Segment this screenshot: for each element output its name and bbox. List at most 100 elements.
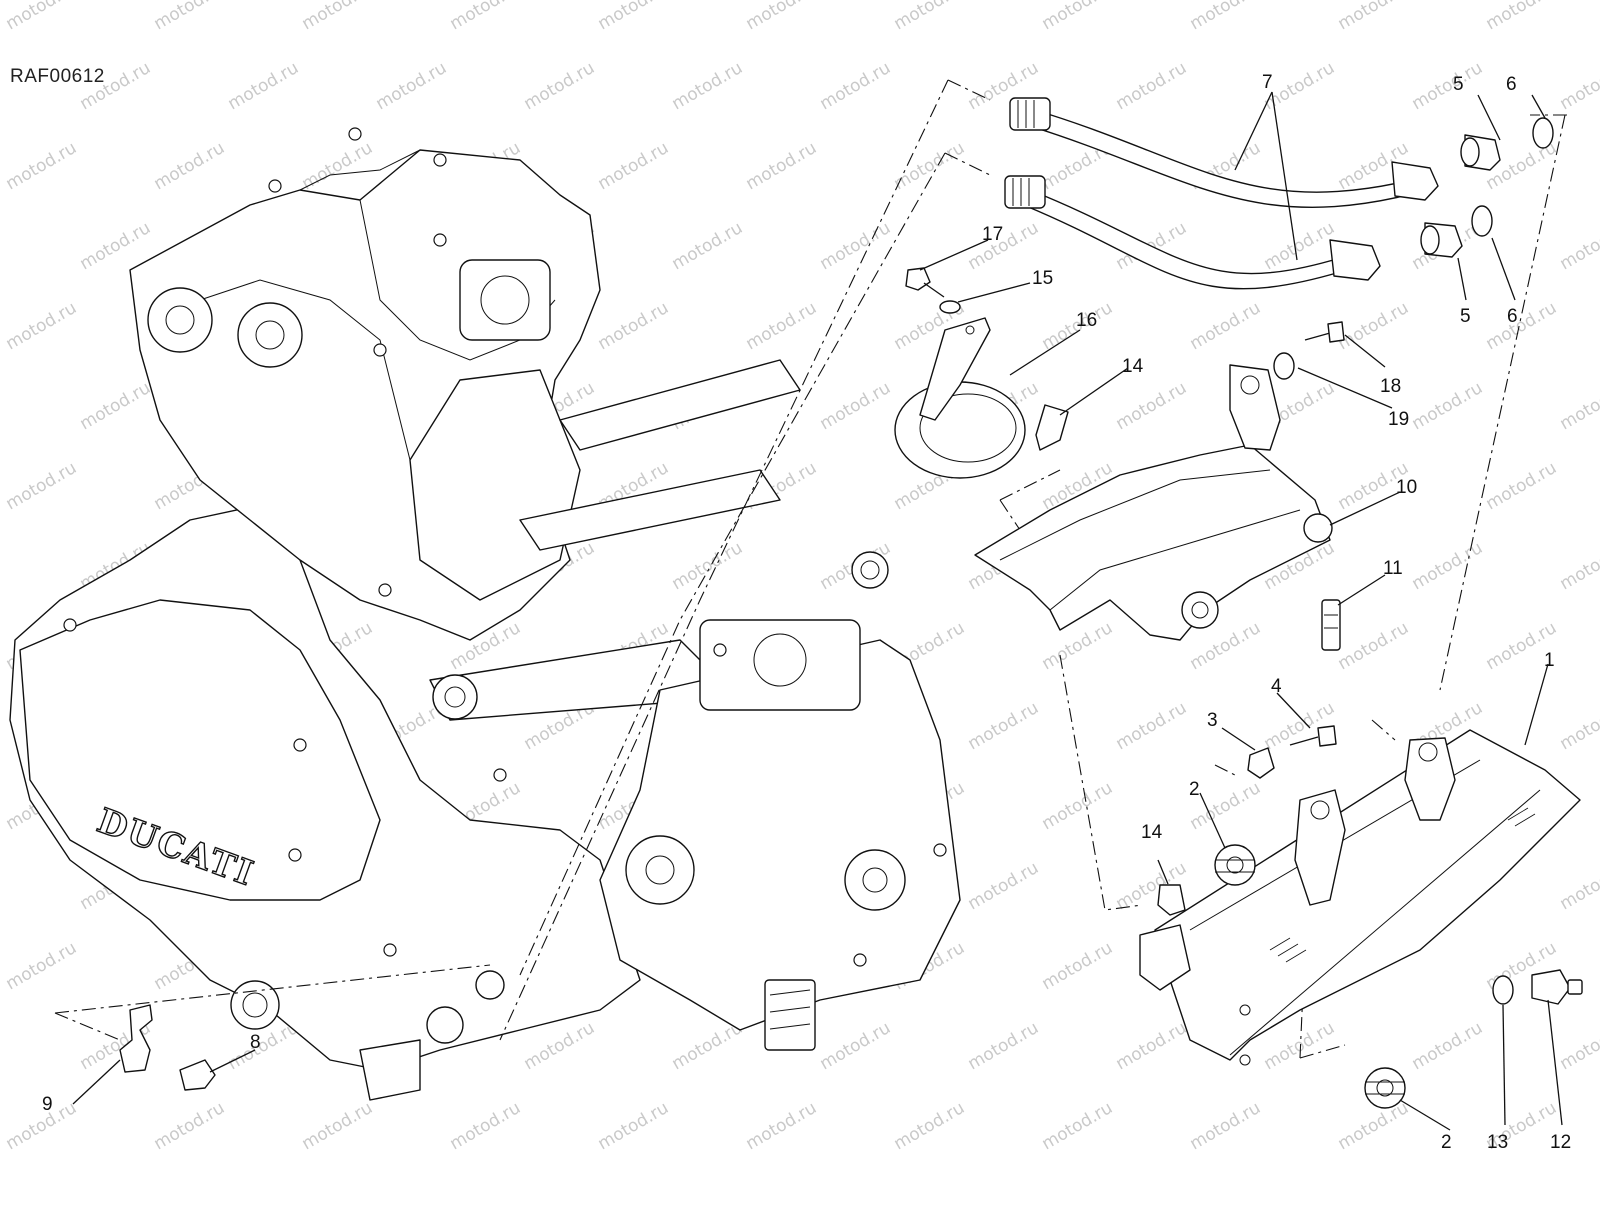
watermark-text: motod.ru xyxy=(965,218,1043,274)
watermark-text: motod.ru xyxy=(1409,538,1487,594)
watermark-text: motod.ru xyxy=(965,1018,1043,1074)
watermark-text: motod.ru xyxy=(595,0,673,34)
watermark-text: motod.ru xyxy=(1039,778,1117,834)
watermark-text: motod.ru xyxy=(3,0,81,34)
callout-14-upper: 14 xyxy=(1122,356,1144,377)
watermark-text: motod.ru xyxy=(1187,298,1265,354)
watermark-text: motod.ru xyxy=(1557,378,1600,434)
watermark-text: motod.ru xyxy=(1483,298,1561,354)
watermark-text: motod.ru xyxy=(1557,1018,1600,1074)
watermark-text: motod.ru xyxy=(743,298,821,354)
bolt-17 xyxy=(906,268,944,297)
watermark-text: motod.ru xyxy=(373,58,451,114)
callout-2-lower: 2 xyxy=(1441,1132,1452,1153)
washer-13 xyxy=(1493,976,1513,1004)
sealing-washer-upper xyxy=(1533,118,1553,148)
callout-15: 15 xyxy=(1032,268,1053,289)
watermark-text: motod.ru xyxy=(447,1098,525,1154)
watermark-text: motod.ru xyxy=(669,218,747,274)
watermark-text: motod.ru xyxy=(1335,1098,1413,1154)
callout-12: 12 xyxy=(1550,1132,1571,1153)
washer-19 xyxy=(1274,353,1294,379)
watermark-text: motod.ru xyxy=(1039,0,1117,34)
callout-6-upper: 6 xyxy=(1506,74,1517,95)
watermark-text: motod.ru xyxy=(891,138,969,194)
watermark-text: motod.ru xyxy=(1335,0,1413,34)
watermark-text: motod.ru xyxy=(447,0,525,34)
callout-9: 9 xyxy=(42,1094,53,1115)
watermark-text: motod.ru xyxy=(817,218,895,274)
callout-14-lower: 14 xyxy=(1141,822,1163,843)
callout-11: 11 xyxy=(1383,558,1403,579)
watermark-text: motod.ru xyxy=(1557,58,1600,114)
union-fitting-lower xyxy=(1421,223,1462,257)
watermark-text: motod.ru xyxy=(521,58,599,114)
watermark-text: motod.ru xyxy=(669,58,747,114)
watermark-text: motod.ru xyxy=(595,298,673,354)
drain-plug-12 xyxy=(1532,970,1582,1004)
watermark-text: motod.ru xyxy=(817,378,895,434)
diagram-code: RAF00612 xyxy=(10,66,105,88)
watermark-text: motod.ru xyxy=(1335,298,1413,354)
callout-7: 7 xyxy=(1262,72,1273,93)
watermark-text: motod.ru xyxy=(151,1098,229,1154)
watermark-text: motod.ru xyxy=(1039,938,1117,994)
callout-13: 13 xyxy=(1487,1132,1508,1153)
callout-19: 19 xyxy=(1388,409,1409,430)
watermark-text: motod.ru xyxy=(151,0,229,34)
watermark-text: motod.ru xyxy=(595,138,673,194)
callout-5-lower: 5 xyxy=(1460,306,1471,327)
callout-2-upper: 2 xyxy=(1189,779,1200,800)
watermark-text: motod.ru xyxy=(1039,618,1117,674)
watermark-text: motod.ru xyxy=(299,138,377,194)
watermark-text: motod.ru xyxy=(743,1098,821,1154)
callout-16: 16 xyxy=(1076,310,1097,331)
vent-slats xyxy=(765,980,815,1050)
washer-15 xyxy=(940,301,960,313)
union-fitting-upper xyxy=(1461,135,1500,170)
grommet-2-lower xyxy=(1365,1068,1405,1108)
watermark-text: motod.ru xyxy=(965,698,1043,754)
watermark-text: motod.ru xyxy=(1483,458,1561,514)
watermark-text: motod.ru xyxy=(1557,218,1600,274)
watermark-text: motod.ru xyxy=(1409,1018,1487,1074)
watermark-text: motod.ru xyxy=(1039,1098,1117,1154)
watermark-text: motod.ru xyxy=(3,458,81,514)
watermark-text: motod.ru xyxy=(743,138,821,194)
watermark-text: motod.ru xyxy=(891,0,969,34)
oil-cooler-1 xyxy=(1140,730,1580,1065)
watermark-text: motod.ru xyxy=(1113,58,1191,114)
grommet-2-upper xyxy=(1215,845,1255,885)
watermark-text: motod.ru xyxy=(891,1098,969,1154)
watermark-text: motod.ru xyxy=(1335,618,1413,674)
callout-17: 17 xyxy=(982,224,1003,245)
watermark-text: motod.ru xyxy=(965,858,1043,914)
callout-5-upper: 5 xyxy=(1453,74,1464,95)
watermark-text: motod.ru xyxy=(743,0,821,34)
screw-11 xyxy=(1322,600,1340,650)
watermark-text: motod.ru xyxy=(1483,0,1561,34)
screw-18 xyxy=(1305,322,1344,342)
watermark-text: motod.ru xyxy=(299,1098,377,1154)
watermark-text: motod.ru xyxy=(3,938,81,994)
callout-8: 8 xyxy=(250,1032,261,1053)
watermark-text: motod.ru xyxy=(1187,0,1265,34)
callout-1: 1 xyxy=(1544,650,1555,671)
watermark-text: motod.ru xyxy=(225,58,303,114)
watermark-text: motod.ru xyxy=(1409,58,1487,114)
callout-6-lower: 6 xyxy=(1507,306,1518,327)
cam-pulley-right xyxy=(238,303,302,367)
watermark-text: motod.ru xyxy=(3,298,81,354)
watermark-text: motod.ru xyxy=(1557,698,1600,754)
oil-hose-upper xyxy=(1010,98,1438,207)
watermark-text: motod.ru xyxy=(3,138,81,194)
bolt-8 xyxy=(180,1060,215,1090)
watermark-text: motod.ru xyxy=(817,58,895,114)
sealing-washer-lower xyxy=(1472,206,1492,236)
watermark-text: motod.ru xyxy=(77,378,155,434)
watermark-text: motod.ru xyxy=(1557,538,1600,594)
watermark-text: motod.ru xyxy=(595,1098,673,1154)
watermark-text: motod.ru xyxy=(299,0,377,34)
